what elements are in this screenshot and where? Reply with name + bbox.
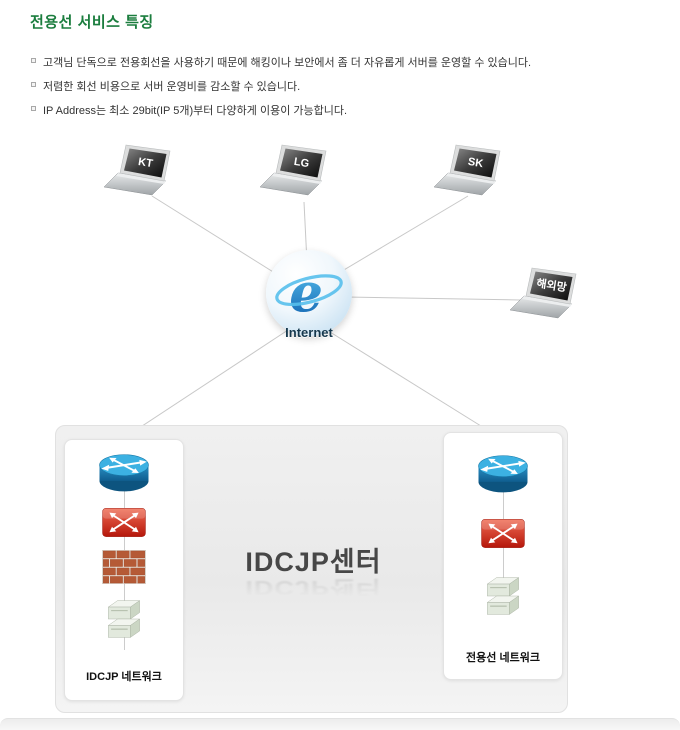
- laptop-icon: KT: [103, 144, 171, 196]
- router-icon: [99, 454, 149, 492]
- router-device: [475, 453, 531, 495]
- switch-device: [100, 504, 148, 540]
- server-device: [101, 596, 147, 642]
- feature-item: 고객님 단독으로 전용회선을 사용하기 때문에 해킹이나 보안에서 좀 더 자유…: [31, 54, 531, 70]
- server-device: [480, 573, 526, 619]
- switch-icon: [481, 519, 525, 548]
- feature-item: 저렴한 회선 비용으로 서버 운영비를 감소할 수 있습니다.: [31, 78, 531, 94]
- router-icon: [478, 455, 528, 493]
- laptop-label: LG: [293, 156, 310, 170]
- idc-center-label: IDCJP센터 IDCJP센터: [184, 540, 443, 609]
- internet-label: Internet: [285, 325, 333, 340]
- laptop-icon: LG: [259, 144, 327, 196]
- laptop-label: SK: [467, 156, 484, 170]
- router-device: [96, 452, 152, 494]
- feature-text: 저렴한 회선 비용으로 서버 운영비를 감소할 수 있습니다.: [43, 81, 301, 93]
- idc-center-title: IDCJP센터: [245, 547, 382, 577]
- feature-text: IP Address는 최소 29bit(IP 5개)부터 다양하게 이용이 가…: [43, 105, 348, 117]
- server-icon: [107, 600, 141, 638]
- idcjp-network-panel: IDCJP 네트워크: [64, 439, 184, 701]
- laptop-sk: SK: [432, 143, 524, 203]
- dedicated-line-network-panel: 전용선 네트워크: [443, 432, 563, 680]
- bullet-square-icon: [31, 58, 36, 63]
- internet-explorer-e-icon: e: [275, 261, 343, 324]
- internet-globe: e: [266, 250, 352, 336]
- feature-text: 고객님 단독으로 전용회선을 사용하기 때문에 해킹이나 보안에서 좀 더 자유…: [43, 57, 532, 69]
- bottom-section-divider: [0, 718, 680, 730]
- laptop-lg: LG: [258, 143, 350, 203]
- idc-center-box: IDCJP센터 IDCJP센터: [55, 425, 568, 713]
- firewall-device: [102, 550, 146, 584]
- bullet-square-icon: [31, 82, 36, 87]
- laptop-icon: SK: [433, 144, 501, 196]
- switch-icon: [102, 508, 146, 537]
- laptop-overseas: 해외망: [508, 266, 600, 326]
- dedicated-line-network-label: 전용선 네트워크: [466, 652, 540, 664]
- idcjp-network-label: IDCJP 네트워크: [86, 671, 162, 683]
- idc-center-title-reflection: IDCJP센터: [245, 576, 382, 599]
- server-icon: [486, 577, 520, 615]
- laptop-icon: 해외망: [509, 267, 577, 319]
- feature-item: IP Address는 최소 29bit(IP 5개)부터 다양하게 이용이 가…: [31, 102, 531, 118]
- switch-device: [479, 515, 527, 551]
- page-title: 전용선 서비스 특징: [30, 14, 154, 31]
- laptop-label: 해외망: [536, 276, 568, 295]
- bullet-square-icon: [31, 106, 36, 111]
- laptop-kt: KT: [102, 143, 194, 203]
- firewall-icon: [102, 550, 146, 584]
- laptop-label: KT: [137, 156, 154, 170]
- svg-text:e: e: [289, 261, 323, 324]
- feature-list: 고객님 단독으로 전용회선을 사용하기 때문에 해킹이나 보안에서 좀 더 자유…: [31, 54, 531, 126]
- internet-node: e Internet: [264, 250, 354, 340]
